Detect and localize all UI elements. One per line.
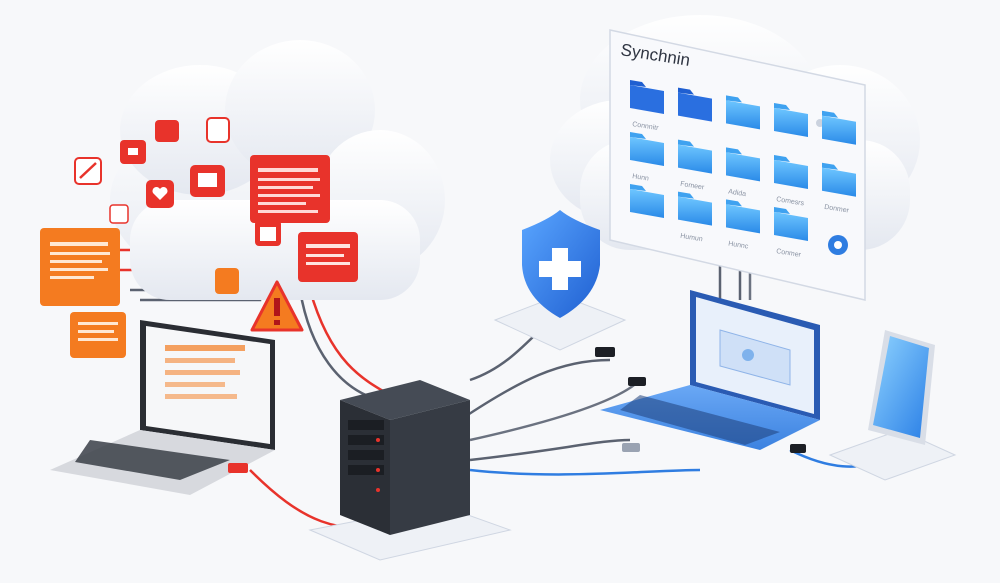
alert-panels	[40, 155, 358, 358]
folder-icon[interactable]: Hunnc	[726, 199, 760, 251]
right-laptop	[600, 290, 820, 450]
folder-icon[interactable]	[630, 184, 664, 218]
folder-icon[interactable]: Donmer	[822, 162, 856, 215]
cable-plug	[628, 377, 646, 386]
cable-plug	[622, 443, 640, 452]
folder-icon[interactable]: Conmer	[774, 207, 808, 259]
folder-label: Adida	[728, 188, 747, 198]
folder-label: Donmer	[824, 204, 850, 215]
folder-label: Hunn	[632, 173, 650, 183]
folder-icon[interactable]: Humun	[678, 191, 712, 244]
folder-label: Fomeer	[680, 181, 706, 192]
folder-icon[interactable]	[774, 103, 808, 138]
folder-icon[interactable]: Hunn	[630, 132, 664, 183]
folder-label: Conmer	[776, 248, 802, 259]
printer-icon	[215, 268, 239, 294]
pill-icon	[155, 120, 179, 142]
smartphone	[828, 330, 957, 481]
usb-connector	[228, 463, 248, 473]
document-icon	[206, 117, 230, 143]
folder-label: Connnitr	[632, 121, 660, 132]
left-laptop	[50, 320, 275, 495]
app-icons	[74, 117, 281, 294]
folder-icon[interactable]: Connnitr	[630, 80, 664, 132]
folder-icon[interactable]	[726, 95, 760, 130]
folder-icon[interactable]	[678, 87, 712, 122]
folder-icon[interactable]: Fomeer	[678, 139, 712, 192]
gear-icon	[828, 235, 848, 255]
folder-label: Comesrs	[776, 196, 805, 207]
folder-icon[interactable]	[822, 110, 856, 145]
folder-label: Humun	[680, 233, 703, 243]
cable-plug	[595, 347, 615, 357]
shield-plus-icon	[493, 210, 627, 351]
warning-icon	[250, 280, 304, 332]
folder-label: Hunnc	[728, 240, 750, 250]
notification-panel-orange	[40, 228, 120, 306]
folder-icon[interactable]: Comesrs	[774, 155, 808, 207]
notification-panel-orange-small	[70, 312, 126, 358]
cable-plug	[790, 444, 806, 453]
folder-grid: ConnnitrHunnFomeerAdidaComesrsDonmerHumu…	[630, 80, 856, 259]
folder-icon[interactable]: Adida	[726, 147, 760, 198]
server-tower	[308, 380, 512, 561]
